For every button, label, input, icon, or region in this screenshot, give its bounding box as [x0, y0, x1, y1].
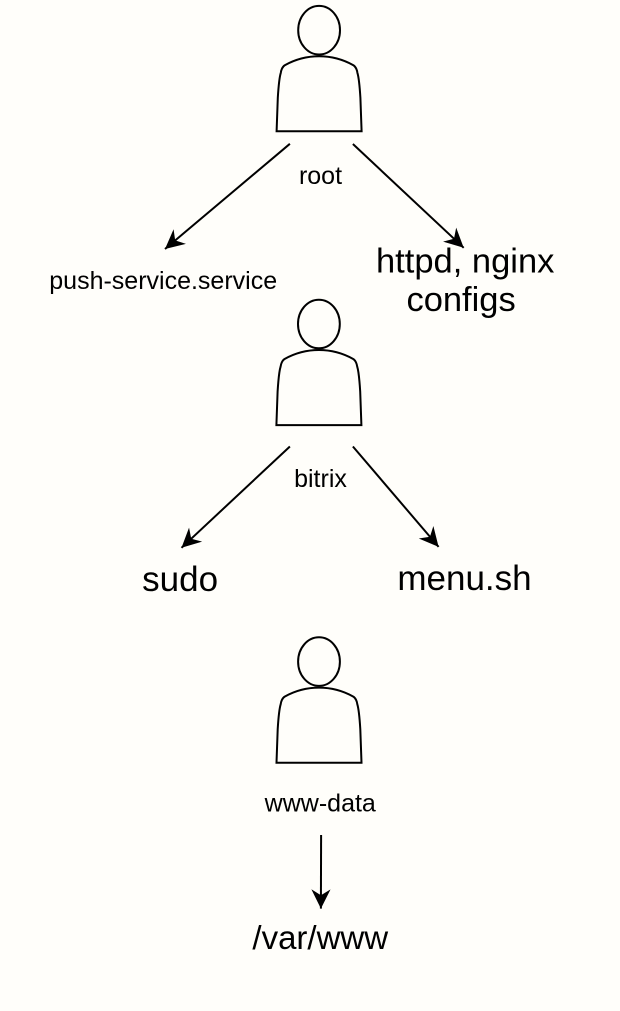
svg-text:root: root — [299, 162, 342, 190]
svg-text:/var/www: /var/www — [252, 919, 388, 956]
svg-text:push-service.service: push-service.service — [49, 267, 277, 295]
svg-text:configs: configs — [406, 281, 515, 319]
svg-text:httpd, nginx: httpd, nginx — [376, 243, 554, 281]
svg-text:www-data: www-data — [264, 789, 376, 817]
svg-text:menu.sh: menu.sh — [397, 559, 531, 598]
svg-text:sudo: sudo — [142, 560, 218, 599]
svg-text:bitrix: bitrix — [294, 465, 347, 493]
